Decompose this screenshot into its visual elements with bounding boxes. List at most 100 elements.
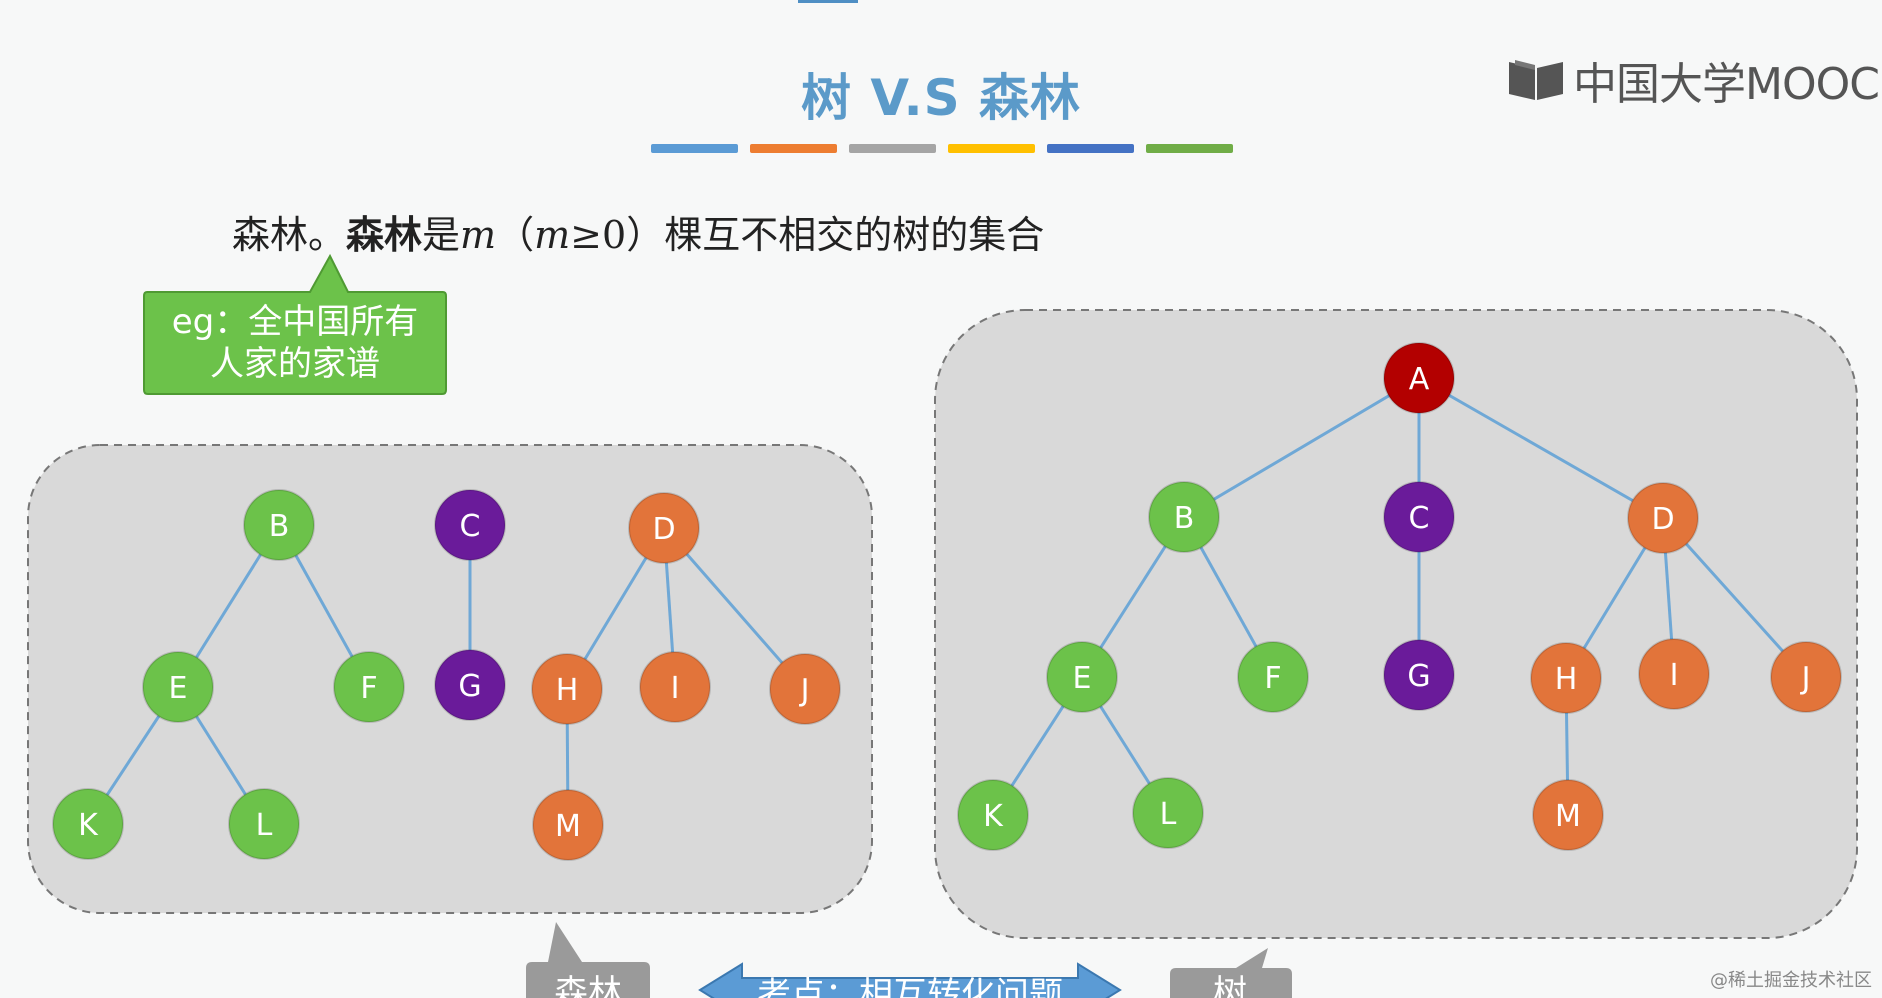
tree-node-label-I: I bbox=[1670, 658, 1679, 693]
forest-node-label-M: M bbox=[555, 809, 581, 844]
forest-node-B: B bbox=[243, 489, 315, 561]
tree-node-K: K bbox=[957, 779, 1029, 851]
tree-node-circle-E bbox=[1046, 641, 1118, 713]
forest-node-label-B: B bbox=[269, 509, 290, 544]
mooc-logo: 中国大学MOOC bbox=[1505, 48, 1880, 112]
tree-node-label-G: G bbox=[1407, 659, 1430, 694]
forest-node-E: E bbox=[142, 651, 214, 723]
tree-node-label-D: D bbox=[1651, 502, 1674, 537]
title-color-bar bbox=[948, 144, 1035, 153]
tree-node-circle-A bbox=[1383, 342, 1455, 414]
forest-node-circle-B bbox=[243, 489, 315, 561]
title-color-bar bbox=[651, 144, 738, 153]
definition-paren-close: ） bbox=[626, 213, 665, 257]
forest-node-label-C: C bbox=[460, 509, 481, 544]
forest-node-H: H bbox=[531, 653, 603, 725]
forest-node-C: C bbox=[434, 489, 506, 561]
forest-node-circle-G bbox=[434, 649, 506, 721]
forest-node-circle-D bbox=[628, 492, 700, 564]
slide-title: 树 V.S 森林 bbox=[800, 69, 1082, 127]
tree-node-label-F: F bbox=[1264, 661, 1281, 696]
forest-node-circle-J bbox=[769, 653, 841, 725]
tree-node-label-J: J bbox=[1800, 661, 1811, 696]
forest-node-circle-E bbox=[142, 651, 214, 723]
forest-node-I: I bbox=[639, 651, 711, 723]
forest-node-G: G bbox=[434, 649, 506, 721]
forest-node-circle-M bbox=[532, 789, 604, 861]
forest-node-label-I: I bbox=[671, 671, 680, 706]
forest-node-circle-I bbox=[639, 651, 711, 723]
tree-node-circle-G bbox=[1383, 639, 1455, 711]
tree-node-D: D bbox=[1627, 482, 1699, 554]
tree-node-circle-F bbox=[1237, 641, 1309, 713]
tree-node-circle-I bbox=[1638, 638, 1710, 710]
tree-node-label-K: K bbox=[983, 799, 1004, 834]
tree-node-circle-M bbox=[1532, 779, 1604, 851]
forest-node-label-E: E bbox=[169, 671, 188, 706]
tree-node-circle-C bbox=[1383, 481, 1455, 553]
tree-node-label-L: L bbox=[1160, 797, 1177, 832]
tree-node-E: E bbox=[1046, 641, 1118, 713]
forest-nodes: B E F K L C G D H I J M bbox=[52, 489, 841, 861]
forest-node-J: J bbox=[769, 653, 841, 725]
tree-node-G: G bbox=[1383, 639, 1455, 711]
tree-edge-D-J bbox=[1661, 516, 1808, 679]
forest-node-F: F bbox=[333, 651, 405, 723]
forest-label-text: 森林 bbox=[554, 973, 622, 998]
forest-node-circle-F bbox=[333, 651, 405, 723]
mooc-logo-icon bbox=[1509, 60, 1563, 100]
definition-suffix: 棵互不相交的树的集合 bbox=[664, 213, 1045, 257]
tree-label-text: 树 bbox=[1213, 973, 1247, 998]
title-color-bars bbox=[651, 144, 1233, 153]
tree-node-H: H bbox=[1530, 642, 1602, 714]
forest-edge-D-J bbox=[662, 527, 807, 690]
forest-node-label-L: L bbox=[256, 808, 273, 843]
top-accent-bar bbox=[798, 0, 858, 3]
definition-mid: 是 bbox=[422, 213, 461, 257]
example-callout-line-2: 人家的家谱 bbox=[210, 344, 380, 384]
watermark: @稀土掘金技术社区 bbox=[1710, 970, 1872, 991]
tree-node-label-E: E bbox=[1073, 661, 1092, 696]
forest-node-label-D: D bbox=[652, 512, 675, 547]
tree-node-I: I bbox=[1638, 638, 1710, 710]
title-color-bar bbox=[1047, 144, 1134, 153]
tree-node-circle-J bbox=[1770, 641, 1842, 713]
forest-node-circle-K bbox=[52, 788, 124, 860]
example-callout-line-1: eg：全中国所有 bbox=[172, 302, 419, 342]
definition-prefix: 森林。 bbox=[232, 213, 347, 257]
tree-node-J: J bbox=[1770, 641, 1842, 713]
tree-nodes: A B C D E F G H I J K L M bbox=[957, 342, 1842, 851]
tree-node-label-M: M bbox=[1555, 799, 1581, 834]
conversion-arrow-text: 考点：相互转化问题 bbox=[757, 975, 1063, 998]
forest-node-D: D bbox=[628, 492, 700, 564]
tree-node-label-B: B bbox=[1174, 501, 1195, 536]
tree-node-circle-L bbox=[1132, 777, 1204, 849]
tree-edge-A-D bbox=[1418, 376, 1664, 520]
tree-node-circle-H bbox=[1530, 642, 1602, 714]
tree-node-A: A bbox=[1383, 342, 1455, 414]
mooc-logo-text: 中国大学MOOC bbox=[1573, 59, 1880, 110]
forest-node-label-H: H bbox=[556, 673, 579, 708]
definition-cond-var: m bbox=[534, 213, 571, 257]
definition-paren-open: （ bbox=[496, 213, 535, 257]
tree-node-L: L bbox=[1132, 777, 1204, 849]
tree-edge-A-B bbox=[1183, 376, 1420, 519]
title-color-bar bbox=[1146, 144, 1233, 153]
tree-node-circle-D bbox=[1627, 482, 1699, 554]
tree-node-M: M bbox=[1532, 779, 1604, 851]
forest-node-K: K bbox=[52, 788, 124, 860]
tree-node-circle-K bbox=[957, 779, 1029, 851]
forest-node-label-J: J bbox=[799, 673, 810, 708]
forest-node-circle-L bbox=[228, 788, 300, 860]
example-callout: eg：全中国所有 人家的家谱 bbox=[143, 253, 447, 395]
definition-var: m bbox=[460, 213, 497, 257]
definition-term: 森林 bbox=[346, 213, 423, 257]
forest-label-callout: 森林 bbox=[526, 922, 650, 998]
tree-node-label-C: C bbox=[1409, 501, 1430, 536]
title-color-bar bbox=[849, 144, 936, 153]
tree-node-B: B bbox=[1148, 481, 1220, 553]
forest-definition: 森林。森林是m（m≥0）棵互不相交的树的集合 bbox=[232, 204, 1044, 259]
forest-node-L: L bbox=[228, 788, 300, 860]
definition-cond: ≥0 bbox=[570, 213, 627, 257]
